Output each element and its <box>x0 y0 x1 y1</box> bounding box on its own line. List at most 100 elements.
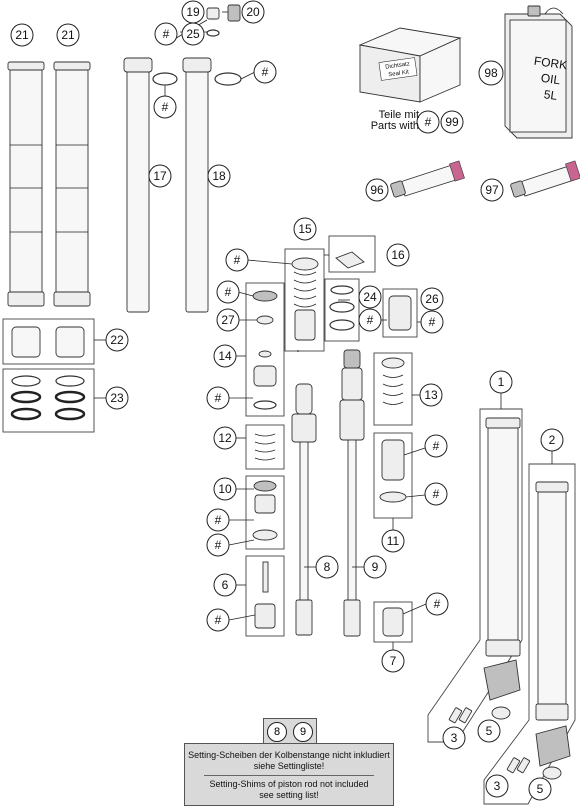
seal-kit-caption-en: Parts with <box>370 120 419 132</box>
svg-text:#: # <box>225 285 232 299</box>
label-27: 27 <box>216 308 240 332</box>
seal-ring <box>329 301 355 313</box>
grease-tube-96 <box>390 160 465 198</box>
svg-text:20: 20 <box>246 5 260 19</box>
note-box: Setting-Scheiben der Kolbenstange nicht … <box>184 743 394 806</box>
svg-text:5: 5 <box>486 724 493 738</box>
svg-text:5: 5 <box>537 782 544 796</box>
axle-nut <box>491 706 511 720</box>
group-box-10 <box>245 475 285 550</box>
spring-coil <box>293 271 317 308</box>
label-hash: # <box>206 608 230 632</box>
axle-screw <box>516 757 531 774</box>
seal-ring <box>54 407 86 421</box>
o-ring <box>214 72 242 86</box>
label-16: 16 <box>386 243 410 267</box>
bracket-part <box>335 251 365 269</box>
label-18: 18 <box>207 164 231 188</box>
svg-text:10: 10 <box>218 482 232 496</box>
label-hash: # <box>424 434 448 458</box>
label-hash: # <box>425 592 449 616</box>
label-98: 98 <box>478 60 504 86</box>
label-hash: # <box>206 508 230 532</box>
valve-part <box>252 290 278 302</box>
label-hash: # <box>358 308 382 332</box>
seal-kit-box-label-en: Seal Kit <box>388 69 410 78</box>
label-hash: # <box>154 22 178 46</box>
svg-text:19: 19 <box>186 5 200 19</box>
seal-ring <box>54 390 86 404</box>
valve-part <box>258 350 272 358</box>
damper-rod-9 <box>339 349 365 637</box>
group-box-6 <box>245 555 285 637</box>
svg-text:12: 12 <box>218 431 232 445</box>
valve-part <box>253 365 277 387</box>
valve-part <box>382 607 404 637</box>
svg-text:#: # <box>433 439 440 453</box>
label-11: 11 <box>381 529 405 553</box>
svg-text:#: # <box>429 315 436 329</box>
label-96: 96 <box>365 178 389 202</box>
svg-text:3: 3 <box>451 731 458 745</box>
label-20: 20 <box>241 0 265 24</box>
label-7: 7 <box>381 649 405 673</box>
svg-text:#: # <box>367 313 374 327</box>
svg-text:#: # <box>433 487 440 501</box>
bushing <box>11 326 41 358</box>
valve-part <box>254 494 276 514</box>
damper-rod-8 <box>291 383 317 636</box>
svg-text:7: 7 <box>390 654 397 668</box>
screw-cap-19 <box>206 7 220 20</box>
svg-text:15: 15 <box>298 222 312 236</box>
label-hash: # <box>225 248 249 272</box>
o-ring-small <box>206 29 220 37</box>
valve-part <box>381 439 405 481</box>
svg-text:#: # <box>425 115 432 129</box>
label-17: 17 <box>148 164 172 188</box>
svg-text:9: 9 <box>372 560 379 574</box>
svg-text:25: 25 <box>186 27 200 41</box>
needle-part <box>262 561 269 593</box>
seal-kit-caption: Teile mit Parts with <box>355 110 419 132</box>
svg-text:21: 21 <box>15 28 29 42</box>
label-15: 15 <box>293 217 317 241</box>
svg-text:98: 98 <box>484 66 498 80</box>
svg-text:27: 27 <box>221 313 235 327</box>
seal-kit-caption-de: Teile mit <box>378 109 419 121</box>
note-en-line2: see setting list! <box>259 790 319 800</box>
outer-tube-left <box>7 61 45 307</box>
group-box-23 <box>2 368 95 433</box>
label-3-upper: 3 <box>442 726 466 750</box>
seal-kit-box-label-de: Dichtsatz <box>385 61 410 70</box>
label-hash: # <box>420 310 444 334</box>
group-box-13 <box>373 352 413 426</box>
bushing <box>55 326 85 358</box>
valve-part <box>252 529 278 541</box>
note-tab-8: 8 <box>267 721 287 742</box>
svg-text:#: # <box>234 253 241 267</box>
label-hash: # <box>153 95 177 119</box>
svg-text:#: # <box>262 65 269 79</box>
label-12: 12 <box>213 426 237 450</box>
svg-text:#: # <box>163 27 170 41</box>
group-box-24 <box>324 278 360 342</box>
seal-ring <box>329 319 355 331</box>
svg-text:#: # <box>215 538 222 552</box>
svg-text:97: 97 <box>485 183 499 197</box>
label-2: 2 <box>540 428 564 452</box>
label-hash: # <box>206 533 230 557</box>
group-box-16 <box>328 235 376 273</box>
seal-ring <box>330 285 354 295</box>
fork-leg-2-assembly <box>483 463 576 805</box>
label-99: 99 <box>440 110 464 134</box>
svg-text:#: # <box>434 597 441 611</box>
axle-screw <box>458 707 473 724</box>
note-en-line1: Setting-Shims of piston rod not included <box>209 779 369 789</box>
label-22: 22 <box>105 328 129 352</box>
svg-text:1: 1 <box>498 375 505 389</box>
label-13: 13 <box>419 383 443 407</box>
svg-text:26: 26 <box>425 292 439 306</box>
outer-tube-right <box>53 61 91 307</box>
axle-screw <box>506 757 521 774</box>
label-hash: # <box>253 60 277 84</box>
